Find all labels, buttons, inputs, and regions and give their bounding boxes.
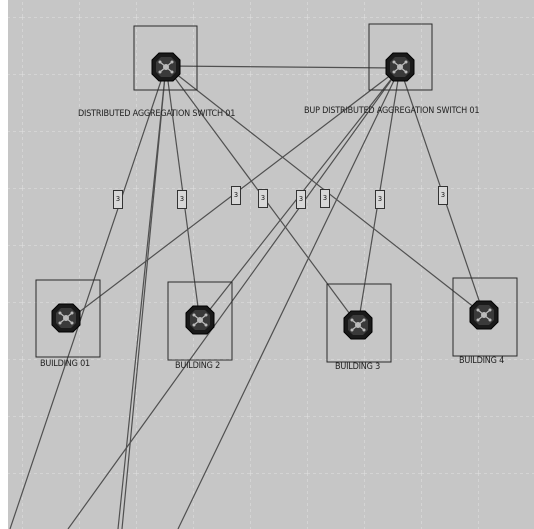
link-badge[interactable]: 3 (258, 189, 268, 208)
node-frame-b4 (452, 277, 518, 357)
link-das-down-2 (117, 65, 167, 529)
link-badge[interactable]: 3 (438, 186, 448, 205)
node-building-2[interactable] (168, 282, 232, 360)
node-label-bup01: BUP DISTRIBUTED AGGREGATION SWITCH 01 (304, 106, 480, 116)
link-badge[interactable]: 3 (177, 190, 187, 209)
link-badge[interactable]: 3 (231, 186, 241, 205)
node-label-das01: DISTRIBUTED AGGREGATION SWITCH 01 (78, 109, 236, 119)
node-bup01[interactable] (369, 24, 432, 90)
node-building-01[interactable] (36, 280, 100, 357)
node-label-b2: BUILDING 2 (175, 361, 221, 371)
link-badge[interactable]: 3 (113, 190, 123, 209)
node-label-b1: BUILDING 01 (40, 359, 91, 369)
link-badge[interactable]: 3 (296, 190, 306, 209)
link-badge[interactable]: 3 (320, 189, 330, 208)
node-building-3[interactable] (327, 284, 391, 362)
node-building-4[interactable] (453, 278, 517, 356)
link-das-down-3 (121, 65, 167, 529)
canvas-grid (8, 0, 534, 529)
link-das-bup (165, 65, 401, 69)
link-das-down-1 (9, 65, 167, 529)
node-das01[interactable] (134, 26, 197, 90)
node-frames (35, 23, 518, 363)
link-bup-down-1 (67, 67, 401, 529)
node-frame-b3 (326, 283, 392, 363)
node-frame-bup01 (368, 23, 433, 91)
link-bup-down-2 (177, 67, 401, 529)
link-badge[interactable]: 3 (375, 190, 385, 209)
node-label-b4: BUILDING 4 (459, 356, 505, 366)
node-frame-b1 (35, 279, 101, 358)
node-frame-b2 (167, 281, 233, 361)
node-label-b3: BUILDING 3 (335, 362, 381, 372)
node-frame-das01 (133, 25, 198, 91)
